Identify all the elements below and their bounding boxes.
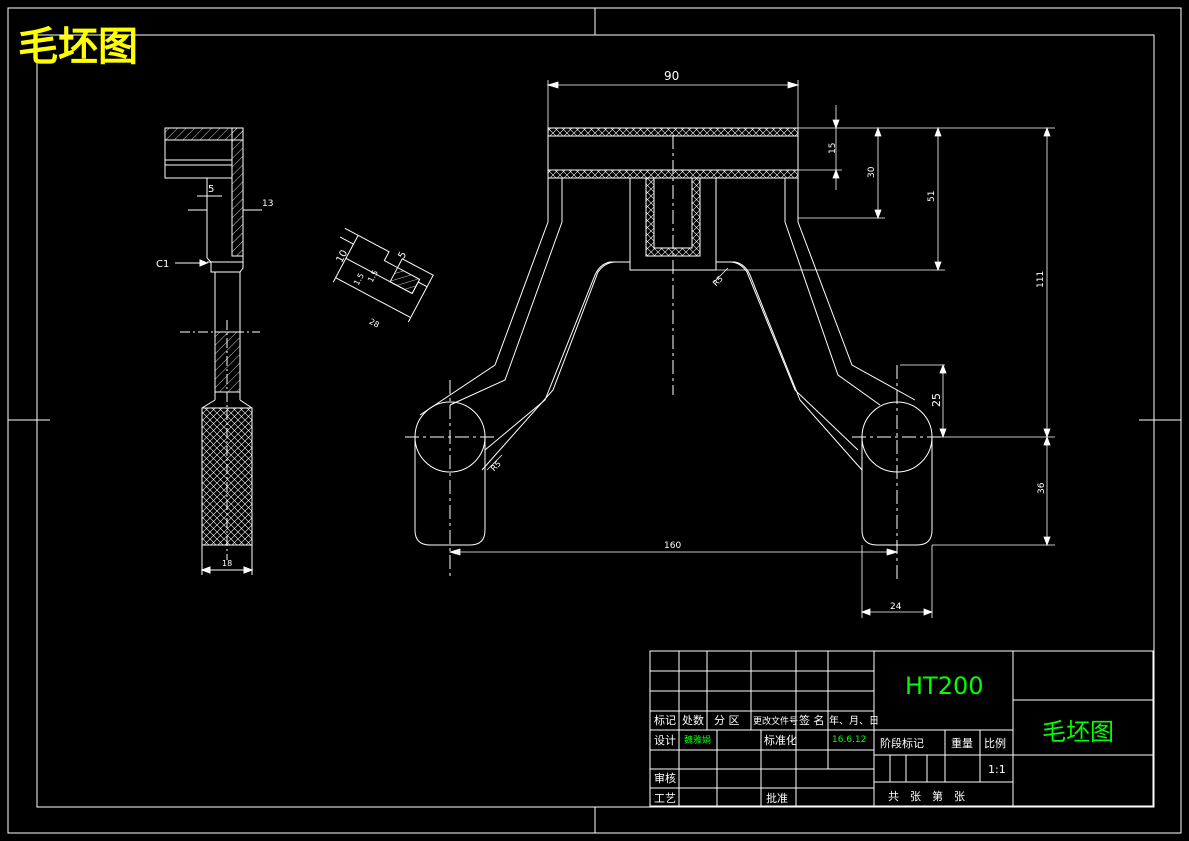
hdr-mark: 标记	[654, 713, 676, 727]
material-label: HT200	[905, 672, 984, 700]
dim-side-13: 13	[262, 199, 273, 209]
dim-90: 90	[664, 69, 679, 83]
dim-detail-10: 10	[335, 248, 351, 264]
dim-side-c1: C1	[156, 259, 169, 270]
dim-15: 15	[828, 143, 838, 154]
row-standardize: 标准化	[764, 733, 797, 747]
title-block-text: 标记 处数 分 区 更改文件号 签 名 年、月、日 设计 魏雅娟 标准化 16.…	[654, 713, 1006, 805]
scale-value: 1:1	[988, 763, 1006, 776]
dim-30: 30	[867, 166, 877, 178]
row-date-value: 16.6.12	[832, 735, 866, 745]
front-dimensions	[448, 80, 1055, 618]
sheet-borders	[7, 7, 1182, 834]
dim-24: 24	[890, 602, 902, 612]
scale-label: 比例	[984, 736, 1006, 750]
row-designer: 魏雅娟	[684, 734, 711, 746]
row-approve: 批准	[766, 791, 788, 805]
dim-111: 111	[1036, 271, 1046, 288]
dim-r-lower: R5	[489, 459, 503, 473]
hdr-sign: 签 名	[799, 713, 825, 727]
hdr-zone: 分 区	[714, 714, 740, 727]
front-view	[405, 127, 945, 580]
hdr-date: 年、月、日	[829, 714, 879, 727]
row-review: 审核	[654, 771, 676, 785]
dim-detail-28: 28	[368, 317, 381, 330]
side-view	[164, 127, 262, 575]
dim-25: 25	[930, 393, 943, 407]
sheets-label: 共 张 第 张	[888, 789, 965, 803]
dim-51: 51	[927, 191, 937, 202]
dim-r-inner: R5	[711, 274, 725, 288]
row-design: 设计	[654, 734, 676, 747]
weight-label: 重量	[951, 736, 973, 750]
dim-36: 36	[1037, 482, 1047, 494]
hdr-change-doc: 更改文件号	[753, 715, 798, 727]
stage-mark-label: 阶段标记	[880, 736, 924, 750]
dim-side-18: 18	[222, 559, 232, 568]
dim-160: 160	[664, 541, 681, 551]
row-process: 工艺	[654, 792, 676, 805]
hdr-count: 处数	[682, 714, 704, 727]
dim-detail-1b: 1.5	[366, 269, 380, 284]
dim-detail-1a: 1.5	[352, 272, 366, 287]
detail-view	[332, 227, 434, 323]
drawing-title: 毛坯图	[18, 24, 138, 70]
part-name-label: 毛坯图	[1042, 718, 1114, 746]
dim-side-5: 5	[208, 184, 214, 195]
dim-detail-5: 5	[397, 250, 410, 261]
title-block	[649, 650, 1154, 807]
